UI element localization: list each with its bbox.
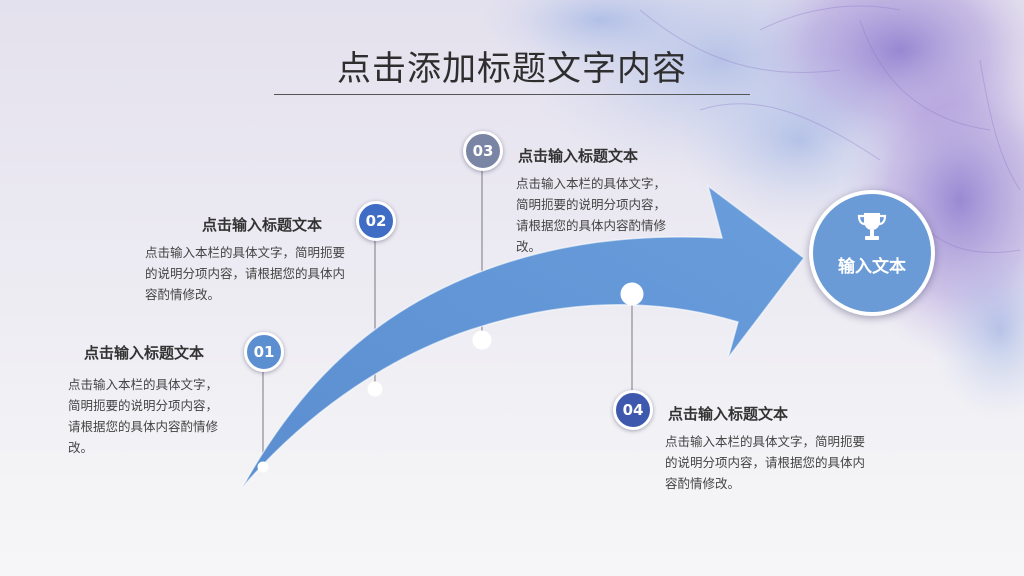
step-02-body: 点击输入本栏的具体文字，简明扼要的说明分项内容，请根据您的具体内容酌情修改。 (145, 245, 346, 302)
step-03-body: 点击输入本栏的具体文字，简明扼要的说明分项内容，请根据您的具体内容酌情修改。 (516, 176, 667, 254)
step-03-number: 03 (472, 142, 494, 160)
progress-arrow (241, 184, 806, 489)
step-01-body: 点击输入本栏的具体文字，简明扼要的说明分项内容，请根据您的具体内容酌情修改。 (68, 377, 219, 455)
step-01-number: 01 (253, 343, 275, 361)
slide-title: 点击添加标题文字内容 (337, 49, 687, 89)
title-underline (274, 94, 750, 95)
step-01-heading: 点击输入标题文本 (84, 344, 205, 362)
step-04-badge: 04 (613, 390, 653, 430)
trophy-icon (857, 213, 887, 240)
step-02-number: 02 (365, 212, 387, 230)
goal-label: 输入文本 (838, 257, 906, 277)
step-04-number: 04 (622, 401, 644, 419)
step-03-badge: 03 (463, 131, 503, 171)
step-01-badge: 01 (244, 332, 284, 372)
step-04-body: 点击输入本栏的具体文字，简明扼要的说明分项内容，请根据您的具体内容酌情修改。 (665, 434, 866, 491)
goal-circle: 输入文本 (809, 190, 935, 316)
step-02-badge: 02 (356, 201, 396, 241)
milestone-dots (257, 282, 644, 473)
step-02-heading: 点击输入标题文本 (202, 216, 323, 234)
step-03-heading: 点击输入标题文本 (518, 147, 639, 165)
step-04-heading: 点击输入标题文本 (668, 405, 789, 423)
